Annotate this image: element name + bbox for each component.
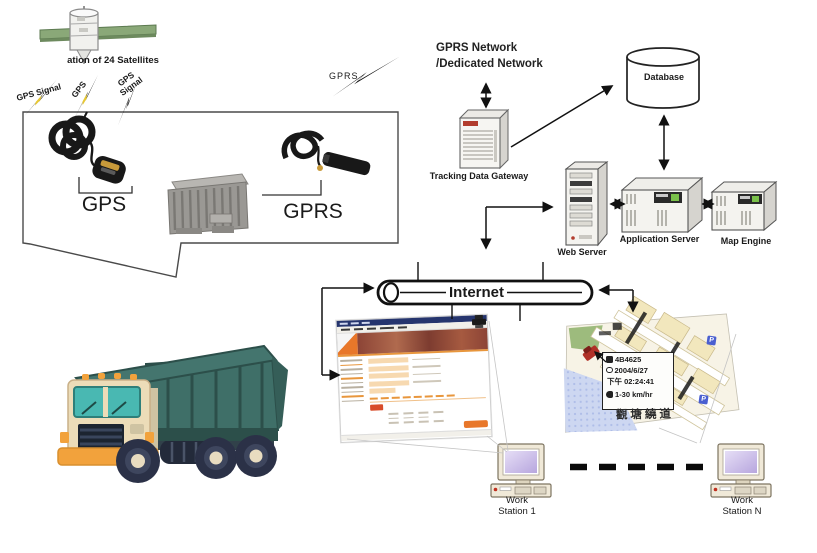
gateway-label: Tracking Data Gateway — [429, 171, 529, 181]
gateway-server-icon — [458, 108, 510, 170]
popup-date: 2004/6/27 — [614, 365, 648, 375]
workstation-1-icon — [490, 443, 552, 498]
gps-antenna-icon — [48, 111, 126, 184]
vehicle-info-popup: 4B4625 2004/6/27 下午 02:24:41 1-30 km/hr — [602, 352, 674, 410]
gps-signal-bolt-icon — [24, 79, 57, 117]
ws1-label-line1: Work — [506, 495, 528, 506]
popup-time: 下午 02:24:41 — [607, 377, 655, 386]
printer-icon — [471, 314, 487, 329]
web-server-icon — [564, 160, 609, 247]
gprs-unit-label: GPRS — [283, 200, 343, 223]
popup-vehicle-id: 4B4625 — [615, 355, 642, 364]
truck-wheels — [116, 435, 277, 483]
browser-main-panel — [364, 351, 491, 434]
gps-unit-label: GPS — [81, 193, 127, 216]
gprs-bolt-icon — [332, 56, 400, 97]
internet-label: Internet — [446, 284, 508, 302]
speed-icon — [606, 391, 613, 398]
gps-bolt-icon — [74, 74, 99, 119]
tracking-unit-icon — [167, 173, 249, 235]
vehicle-marker-icon — [582, 345, 600, 361]
site-logo — [337, 333, 358, 356]
popup-speed: 1-30 km/hr — [615, 390, 653, 399]
gprs-antenna-icon — [281, 130, 371, 176]
gps-bracket-line — [78, 177, 133, 194]
web-app-screenshot — [335, 313, 493, 444]
application-server-icon — [620, 176, 704, 234]
truck-illustration — [57, 344, 288, 483]
gprs-bracket-line — [262, 180, 322, 196]
wsn-label-line1: Work — [731, 495, 753, 506]
database-label: Database — [643, 72, 685, 82]
network-label-line1: GPRS Network — [436, 42, 518, 54]
vehicle-id-icon — [606, 356, 613, 363]
wsn-label-line2: Station N — [722, 506, 762, 517]
parking-icon: P — [706, 335, 717, 346]
road-name-label: 觀塘繞道 — [615, 408, 675, 422]
parking-icon-2: P — [698, 394, 709, 405]
submit-button — [463, 420, 489, 429]
gprs-bolt-label: GPRS — [329, 71, 359, 81]
map-engine-icon — [710, 180, 778, 232]
app-server-label: Application Server — [619, 234, 700, 244]
clock-icon — [606, 366, 613, 374]
satellite-icon — [39, 6, 157, 64]
query-button — [370, 404, 384, 411]
satellite-caption: ation of 24 Satellites — [67, 55, 159, 66]
database-icon — [626, 47, 700, 109]
web-server-label: Web Server — [557, 247, 607, 257]
gps-signal-bolt2-icon — [117, 78, 139, 126]
browser-left-nav — [338, 356, 367, 435]
ws1-label-line2: Station 1 — [498, 506, 536, 517]
workstation-n-icon — [710, 443, 772, 498]
network-label-line2: /Dedicated Network — [436, 58, 543, 70]
banner-photo — [357, 328, 488, 355]
map-engine-label: Map Engine — [720, 236, 772, 246]
